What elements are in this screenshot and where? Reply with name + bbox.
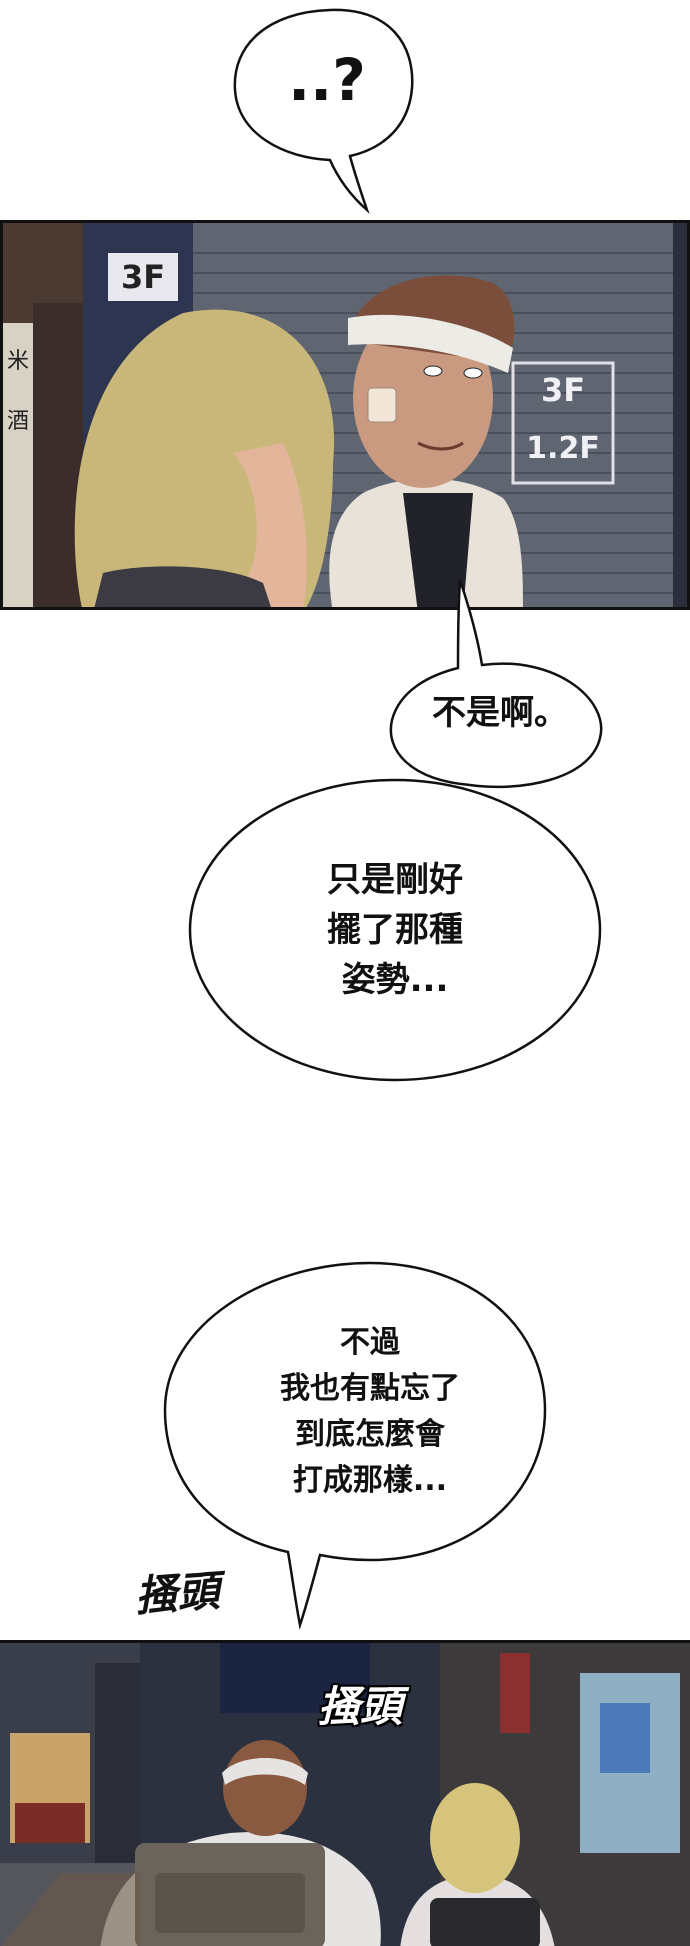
bubble-text-not-that: 不是啊。 — [432, 693, 568, 733]
sign-12f-right: 1.2F — [526, 431, 600, 466]
bubble-text-question: ..? — [288, 46, 366, 114]
panel-illustration — [3, 223, 687, 607]
speech-bubble-not-that — [389, 579, 603, 789]
side-sign-wine: 酒 — [7, 409, 30, 434]
side-sign-rice: 米 — [7, 349, 30, 374]
bubble-text-just-posed: 只是剛好 擺了那種 姿勢... — [327, 860, 463, 1000]
bubble-text-forgot: 不過 我也有點忘了 到底怎麼會 打成那樣... — [280, 1325, 460, 1498]
panel-alley-night: 3F 3F 1.2F 米 酒 — [0, 220, 690, 610]
sign-3f-right: 3F — [540, 371, 586, 409]
sign-3f-left: 3F — [120, 258, 166, 296]
sfx-scratch-head-2: 搔頭 — [318, 1682, 403, 1731]
panel-street-walking: 搔頭 — [0, 1640, 690, 1946]
panel-illustration-street — [0, 1643, 690, 1946]
speech-bubble-just-posed — [188, 778, 602, 1082]
speech-bubble-forgot — [163, 1261, 547, 1630]
sfx-scratch-head-1: 搔頭 — [133, 1566, 221, 1621]
speech-bubble-question — [233, 8, 414, 215]
